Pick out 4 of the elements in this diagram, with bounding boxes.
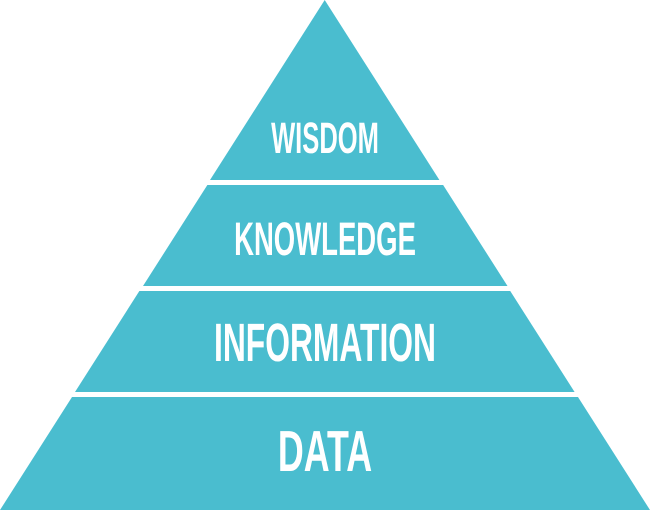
tier-label: DATA (278, 423, 372, 481)
tier-label: WISDOM (271, 117, 379, 161)
tier-label: KNOWLEDGE (234, 214, 416, 262)
tier-label: INFORMATION (214, 316, 436, 370)
